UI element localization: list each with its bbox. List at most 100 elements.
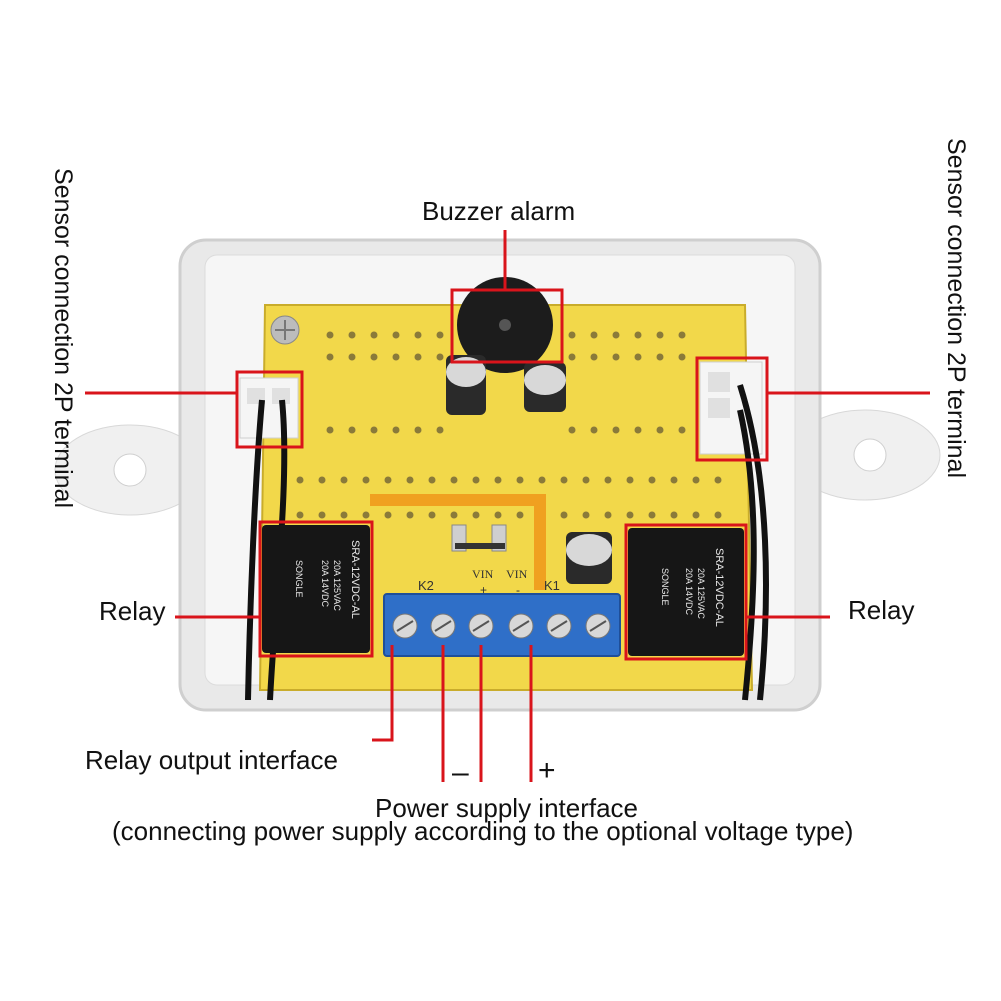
solder-pad (326, 426, 334, 434)
sensor-wire-right-2 (737, 409, 757, 701)
callout-box-sensor-right (695, 356, 769, 462)
solder-pad (656, 331, 664, 339)
solder-pad (612, 426, 620, 434)
solder-pad (370, 331, 378, 339)
solder-pad (634, 353, 642, 361)
solder-pad (450, 511, 458, 519)
solder-pad (678, 353, 686, 361)
label-sensor-left: Sensor connection 2P terminal (49, 168, 77, 509)
solder-pad (560, 476, 568, 484)
svg-text:-: - (516, 583, 520, 597)
mounting-hole-left (113, 453, 147, 487)
label-sensor-right: Sensor connection 2P terminal (942, 138, 970, 479)
solder-pad (626, 476, 634, 484)
solder-pad (560, 511, 568, 519)
solder-pad (648, 511, 656, 519)
relay-right: SRA-12VDC-AL 20A 14VDC 20A 125VAC SONGLE (628, 528, 744, 656)
solder-pad (370, 353, 378, 361)
solder-pad (678, 426, 686, 434)
silk-k2: K2 (418, 578, 434, 593)
solder-pad (670, 476, 678, 484)
solder-pad (392, 331, 400, 339)
solder-pad (634, 426, 642, 434)
svg-text:20A 125VAC: 20A 125VAC (332, 560, 342, 611)
capacitor-2 (524, 362, 566, 412)
solder-pad (296, 476, 304, 484)
solder-pad (326, 353, 334, 361)
callout-box-relay-left (258, 520, 374, 658)
callout-box-relay-right (624, 523, 748, 661)
sensor-terminal-left (239, 377, 299, 439)
solder-pad (318, 476, 326, 484)
capacitor-1 (446, 355, 486, 415)
solder-pad (348, 426, 356, 434)
solder-pad (612, 353, 620, 361)
silk-vin-plus: VIN (472, 567, 494, 581)
solder-pad (568, 353, 576, 361)
label-power-supply-note: (connecting power supply according to th… (112, 816, 854, 846)
mounting-hole-right (853, 438, 887, 472)
solder-pad (648, 476, 656, 484)
svg-text:20A 125VAC: 20A 125VAC (696, 568, 706, 619)
callout-box-sensor-left (235, 370, 304, 449)
solder-pad (590, 331, 598, 339)
solder-pad (406, 476, 414, 484)
relay-left: SRA-12VDC-AL 20A 14VDC 20A 125VAC SONGLE (262, 525, 370, 653)
solder-pad (670, 511, 678, 519)
solder-pad (450, 476, 458, 484)
solder-pad (692, 511, 700, 519)
sensor-wire-left (245, 399, 265, 701)
solder-pad (414, 353, 422, 361)
label-power-supply: Power supply interface (375, 793, 639, 823)
solder-pad (634, 331, 642, 339)
callout-box-buzzer (450, 288, 564, 364)
label-relay-left: Relay (99, 596, 166, 626)
sensor-wire-right (737, 384, 769, 701)
svg-text:20A 14VDC: 20A 14VDC (684, 568, 694, 616)
solder-pad (494, 476, 502, 484)
silk-k1: K1 (544, 578, 560, 593)
solder-pad (656, 426, 664, 434)
label-plus: + (538, 754, 556, 787)
capacitor-3 (566, 532, 612, 584)
solder-pad (384, 511, 392, 519)
callout-lines (85, 230, 930, 782)
svg-text:SONGLE: SONGLE (660, 568, 670, 606)
solder-pads (296, 331, 722, 519)
solder-pad (348, 353, 356, 361)
terminal-block (383, 593, 621, 657)
solder-pad (392, 353, 400, 361)
solder-pad (436, 331, 444, 339)
relay-right-model: SRA-12VDC-AL (713, 548, 725, 627)
solder-pad (678, 331, 686, 339)
label-buzzer-alarm: Buzzer alarm (422, 196, 576, 226)
callout-line-relay-output (372, 645, 394, 742)
solder-pad (370, 426, 378, 434)
pcb-trace (370, 494, 546, 590)
solder-pad (384, 476, 392, 484)
solder-pad (692, 476, 700, 484)
silk-vin-minus: VIN (506, 567, 528, 581)
solder-pad (428, 476, 436, 484)
svg-text:20A 14VDC: 20A 14VDC (320, 560, 330, 608)
solder-pad (516, 476, 524, 484)
solder-pad (472, 511, 480, 519)
solder-pad (428, 511, 436, 519)
solder-pad (538, 476, 546, 484)
solder-pad (494, 511, 502, 519)
solder-pad (568, 331, 576, 339)
svg-text:SONGLE: SONGLE (294, 560, 304, 598)
solder-pad (326, 331, 334, 339)
solder-pad (348, 331, 356, 339)
solder-pad (436, 353, 444, 361)
solder-pad (612, 331, 620, 339)
solder-pad (626, 511, 634, 519)
solder-pad (362, 511, 370, 519)
solder-pad (406, 511, 414, 519)
svg-text:+: + (480, 583, 487, 597)
callout-boxes (235, 288, 769, 661)
solder-pad (582, 476, 590, 484)
solder-pad (436, 426, 444, 434)
solder-pad (472, 476, 480, 484)
